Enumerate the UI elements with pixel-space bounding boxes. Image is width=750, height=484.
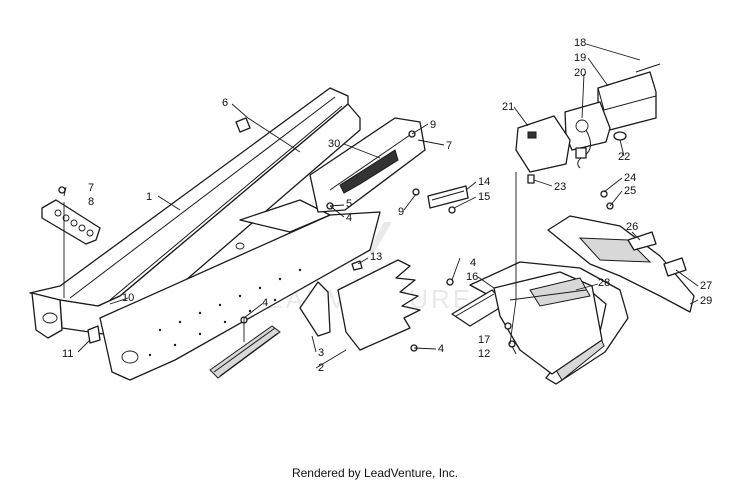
callout-9-a: 9 <box>430 119 436 131</box>
callout-5: 5 <box>346 198 352 210</box>
callout-2: 2 <box>318 362 324 374</box>
side-panel-part <box>309 117 426 213</box>
callout-9-b: 9 <box>398 206 404 218</box>
callout-15: 15 <box>478 191 490 203</box>
callout-26: 26 <box>626 221 638 233</box>
taillight-housing-part <box>564 63 661 151</box>
callout-25: 25 <box>624 185 636 197</box>
callout-7-a: 7 <box>88 182 94 194</box>
taillight-lens-part <box>515 115 571 173</box>
callout-24: 24 <box>624 172 636 184</box>
callout-22: 22 <box>618 151 630 163</box>
callout-23: 23 <box>554 181 566 193</box>
callout-labels: 1 2 3 4 4 4 4 5 6 7 7 8 9 9 10 11 12 13 … <box>62 37 712 374</box>
snowflap-part <box>547 215 695 313</box>
callout-12: 12 <box>478 348 490 360</box>
callout-3: 3 <box>318 347 324 359</box>
bulb-wiring-part <box>575 129 627 169</box>
callout-14: 14 <box>478 176 490 188</box>
callout-17: 17 <box>478 334 490 346</box>
callout-4-c: 4 <box>346 212 352 224</box>
callout-4-d: 4 <box>470 257 476 269</box>
bracket-part <box>87 325 101 344</box>
callout-4-a: 4 <box>262 297 268 309</box>
callout-29: 29 <box>700 295 712 307</box>
callout-6: 6 <box>222 97 228 109</box>
small-plate-part <box>235 117 251 133</box>
tunnel-rail-part <box>29 87 381 381</box>
callout-28: 28 <box>598 277 610 289</box>
fasteners <box>58 130 614 352</box>
callout-16: 16 <box>466 271 478 283</box>
callout-27: 27 <box>700 280 712 292</box>
callout-18: 18 <box>574 37 586 49</box>
callout-4-b: 4 <box>438 343 444 355</box>
callout-13: 13 <box>370 251 382 263</box>
footer-credit: Rendered by LeadVenture, Inc. <box>292 466 458 480</box>
rear-plate-part <box>493 271 603 375</box>
chain-strip-part <box>209 325 281 379</box>
callout-20: 20 <box>574 67 586 79</box>
callout-19: 19 <box>574 52 586 64</box>
callout-1: 1 <box>146 191 152 203</box>
callout-30: 30 <box>328 138 340 150</box>
callout-21: 21 <box>502 101 514 113</box>
reflector-plate-part <box>427 185 469 209</box>
perforated-cover-part <box>41 199 101 245</box>
callout-7-b: 7 <box>446 140 452 152</box>
connector-part <box>527 174 535 184</box>
leader-lines <box>63 43 699 369</box>
flap-parts <box>299 259 421 351</box>
callout-10: 10 <box>122 292 134 304</box>
callout-8: 8 <box>88 196 94 208</box>
callout-11: 11 <box>62 348 73 360</box>
